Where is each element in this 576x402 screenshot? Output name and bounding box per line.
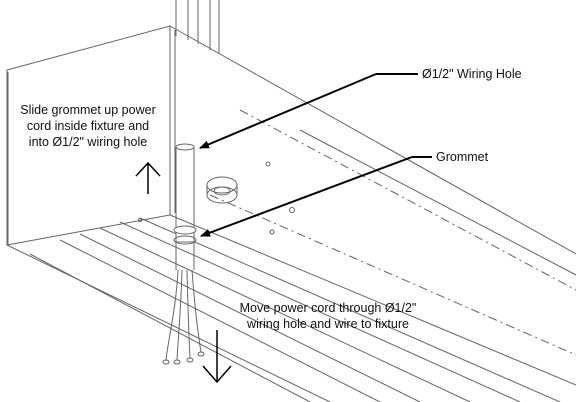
grommet-label: Grommet <box>436 150 489 164</box>
instruction-line: Slide grommet up power <box>20 103 156 117</box>
slide-grommet-instruction: Slide grommet up power cord inside fixtu… <box>13 102 163 150</box>
power-cord <box>162 143 205 365</box>
instruction-line: wiring hole and wire to fixture <box>247 317 409 331</box>
instruction-line: into Ø1/2" wiring hole <box>28 135 148 149</box>
instruction-line: cord inside fixture and <box>26 119 150 133</box>
instruction-line: Move power cord through Ø1/2" <box>239 301 417 315</box>
move-cord-instruction: Move power cord through Ø1/2" wiring hol… <box>238 300 418 332</box>
direction-arrows <box>135 161 232 384</box>
grommet-arrow <box>200 156 413 237</box>
wiring-hole-arrow <box>199 73 377 149</box>
fixture-housing <box>6 0 576 402</box>
knockout-grommet <box>206 176 238 204</box>
wiring-hole-label: Ø1/2" Wiring Hole <box>422 67 522 81</box>
up-arrow <box>135 161 161 194</box>
down-arrow <box>202 330 232 384</box>
callout-arrows <box>199 73 432 237</box>
mounting-holes <box>138 161 295 235</box>
